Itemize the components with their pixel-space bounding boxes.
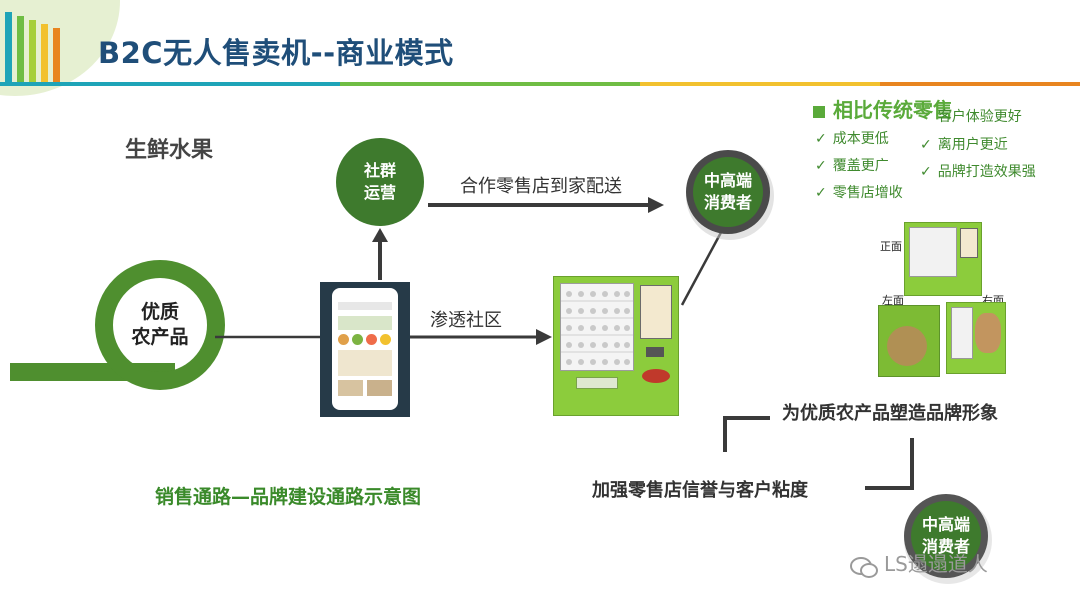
vending-shelves: [561, 291, 633, 365]
connector-line: [680, 224, 727, 306]
check-icon: ✓: [815, 131, 827, 147]
check-icon: ✓: [920, 137, 932, 153]
list-item: ✓ 成本更低: [815, 128, 903, 155]
list-item: ✓客户体验更好: [920, 106, 1036, 134]
vending-qr: [646, 347, 664, 357]
list-item: ✓ 零售店增收: [815, 182, 903, 209]
header-rule: [0, 82, 340, 86]
right-window: [951, 307, 973, 359]
view-label-front: 正面: [880, 240, 902, 253]
wechat-icon: [850, 555, 878, 578]
category-label: 生鲜水果: [125, 138, 214, 163]
screen-icon: [366, 334, 377, 345]
right-side-graphic: [975, 313, 1001, 353]
arrow-right-icon: [536, 329, 552, 345]
bar-decoration: [41, 24, 48, 82]
brand-label: 为优质农产品塑造品牌形象: [782, 403, 998, 424]
delivery-label: 合作零售店到家配送: [460, 176, 622, 197]
comparison-heading-text: 相比传统零售: [833, 98, 953, 122]
header-rule: [880, 82, 1080, 86]
check-item-text: 成本更低: [832, 131, 889, 147]
list-item: ✓ 品牌打造效果强: [920, 161, 1036, 188]
screen-promo: [338, 350, 392, 376]
vending-logo: [642, 369, 670, 383]
produce-ring: [95, 260, 225, 390]
vending-right-image: [946, 302, 1006, 374]
header-rule: [640, 82, 880, 86]
vending-slot: [576, 377, 618, 389]
list-item: ✓ 覆盖更广: [815, 155, 903, 182]
consumer-top-label: 中高端 消费者: [703, 171, 752, 212]
community-circle: [336, 138, 424, 226]
penetrate-label: 渗透社区: [430, 310, 502, 331]
arrow-right-icon: [648, 197, 664, 213]
list-item: ✓ 离用户更近: [920, 134, 1036, 161]
watermark: LS遢遢道人: [850, 548, 988, 578]
screen-icon: [352, 334, 363, 345]
comparison-heading: 相比传统零售: [813, 94, 953, 123]
check-icon: ✓: [815, 158, 827, 174]
screen-product: [338, 380, 363, 396]
watermark-text: LS遢遢道人: [884, 552, 988, 576]
check-icon: ✓: [920, 164, 932, 180]
bar-decoration: [5, 12, 12, 82]
front-window: [909, 227, 957, 277]
vending-front-image: [904, 222, 982, 296]
consumer-circle-bottom: [911, 501, 981, 571]
bracket-line: [865, 438, 914, 490]
community-node-label: 社群 运营: [363, 161, 396, 202]
bracket-line: [723, 416, 770, 452]
diagram-caption: 销售通路—品牌建设通路示意图: [155, 486, 422, 508]
page-title: B2C无人售卖机--商业模式: [98, 36, 454, 70]
vending-screen: [640, 285, 672, 339]
check-item-text: 品牌打造效果强: [937, 164, 1036, 180]
screen-header: [338, 302, 392, 310]
screen-banner: [338, 316, 392, 330]
check-item-text: 零售店增收: [832, 185, 903, 201]
comparison-right-list: ✓客户体验更好 ✓ 离用户更近 ✓ 品牌打造效果强: [920, 106, 1036, 188]
bar-decoration: [53, 28, 60, 82]
screen-icon: [380, 334, 391, 345]
screen-product: [367, 380, 392, 396]
square-bullet-icon: [813, 105, 825, 118]
vending-left-image: [878, 305, 940, 377]
bar-decoration: [29, 20, 36, 82]
consumer-bottom-label: 中高端 消费者: [921, 515, 970, 556]
check-icon: ✓: [815, 185, 827, 201]
arrow-up-icon: [372, 228, 388, 242]
check-item-text: 覆盖更广: [832, 158, 889, 174]
phone-image: [320, 282, 410, 417]
header-rule: [340, 82, 640, 86]
check-item-text: 客户体验更好: [937, 109, 1022, 125]
comparison-left-list: ✓ 成本更低 ✓ 覆盖更广 ✓ 零售店增收: [815, 128, 903, 209]
vending-machine-image: [553, 276, 679, 416]
front-screen: [960, 228, 978, 258]
produce-node-label: 优质 农产品: [131, 301, 189, 348]
consumer-circle-top: [693, 157, 763, 227]
left-side-graphic: [887, 326, 927, 366]
view-label-left: 左面: [882, 294, 904, 307]
vending-window: [560, 283, 634, 371]
phone-screen: [332, 288, 398, 410]
credit-label: 加强零售店信誉与客户粘度: [592, 480, 808, 501]
bar-decoration: [17, 16, 24, 82]
check-item-text: 离用户更近: [937, 137, 1008, 153]
screen-icon: [338, 334, 349, 345]
